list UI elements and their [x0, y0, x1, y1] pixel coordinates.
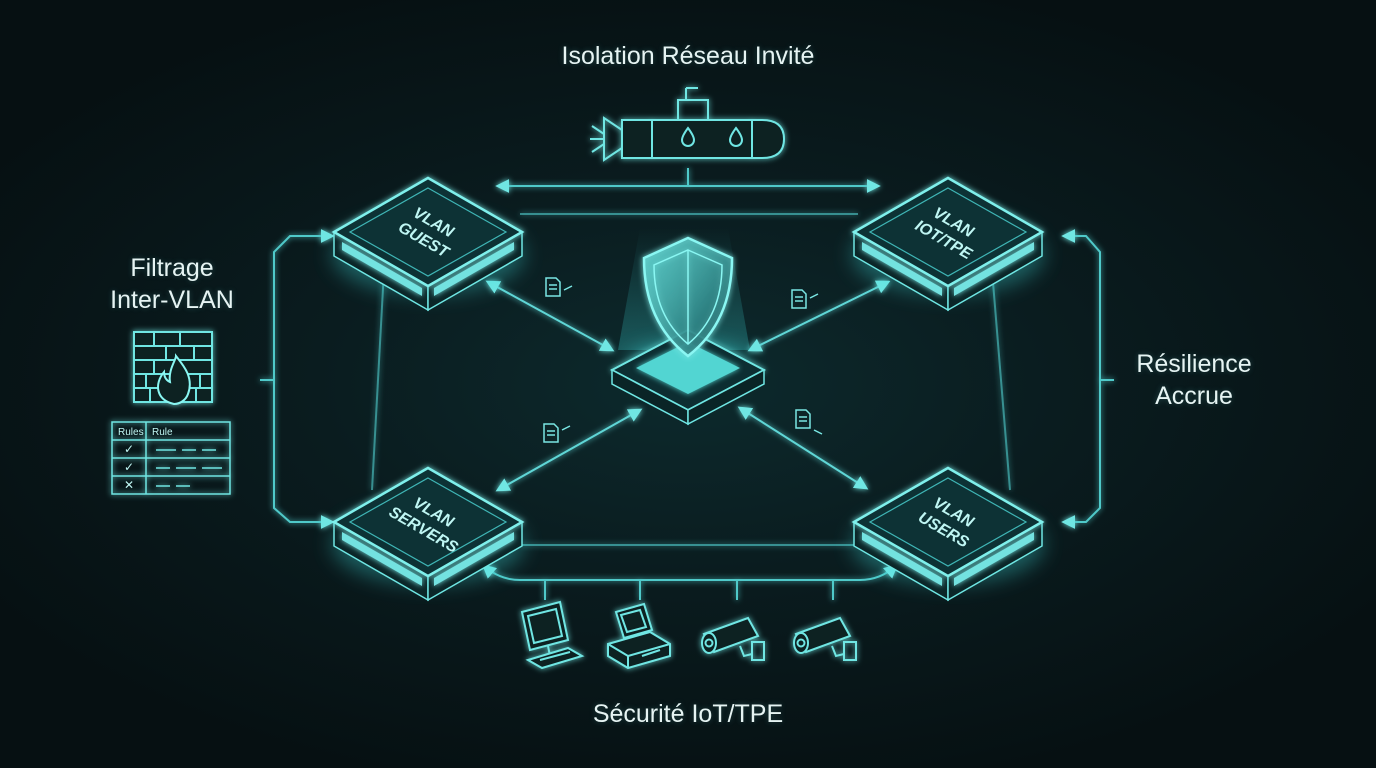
rules-header-2: Rule: [152, 427, 173, 438]
cash-register-icon: [607, 602, 671, 670]
document-icon: [545, 277, 573, 297]
link-servers-users-bottom: [481, 564, 899, 581]
rule-row-2-mark: ✓: [124, 460, 134, 474]
rules-table: [111, 421, 231, 495]
shield-icon: [642, 236, 734, 358]
title-iot-security: Sécurité IoT/TPE: [592, 700, 784, 728]
title-right-line-1: Résilience: [1136, 350, 1252, 378]
rule-row-1-mark: ✓: [124, 442, 134, 456]
rules-table-text: Rules Rule ✓ ✓ ✕: [118, 427, 173, 492]
submarine-icon: [590, 87, 786, 162]
document-icon: [791, 289, 819, 309]
title-left-line-2: Inter-VLAN: [110, 286, 234, 314]
title-resilience: Résilience Accrue: [1094, 348, 1294, 412]
core-links: [485, 280, 891, 492]
pos-terminal-icon: [520, 600, 585, 670]
core-firewall: [609, 228, 767, 426]
title-left-line-1: Filtrage: [130, 254, 214, 282]
packet-icons: [543, 277, 823, 443]
document-icon: [795, 409, 823, 435]
rules-header-1: Rules: [118, 427, 144, 438]
link-left-loop: [273, 229, 335, 529]
outer-connections: [260, 168, 1114, 600]
security-camera-icon: [701, 616, 765, 661]
rule-row-3-mark: ✕: [124, 478, 134, 492]
title-inter-vlan-filtering: Filtrage Inter-VLAN: [62, 252, 282, 316]
security-camera-icon: [793, 616, 857, 661]
document-icon: [543, 423, 571, 443]
firewall-icon: [133, 331, 213, 406]
title-guest-isolation: Isolation Réseau Invité: [561, 42, 815, 70]
title-right-line-2: Accrue: [1155, 382, 1233, 410]
